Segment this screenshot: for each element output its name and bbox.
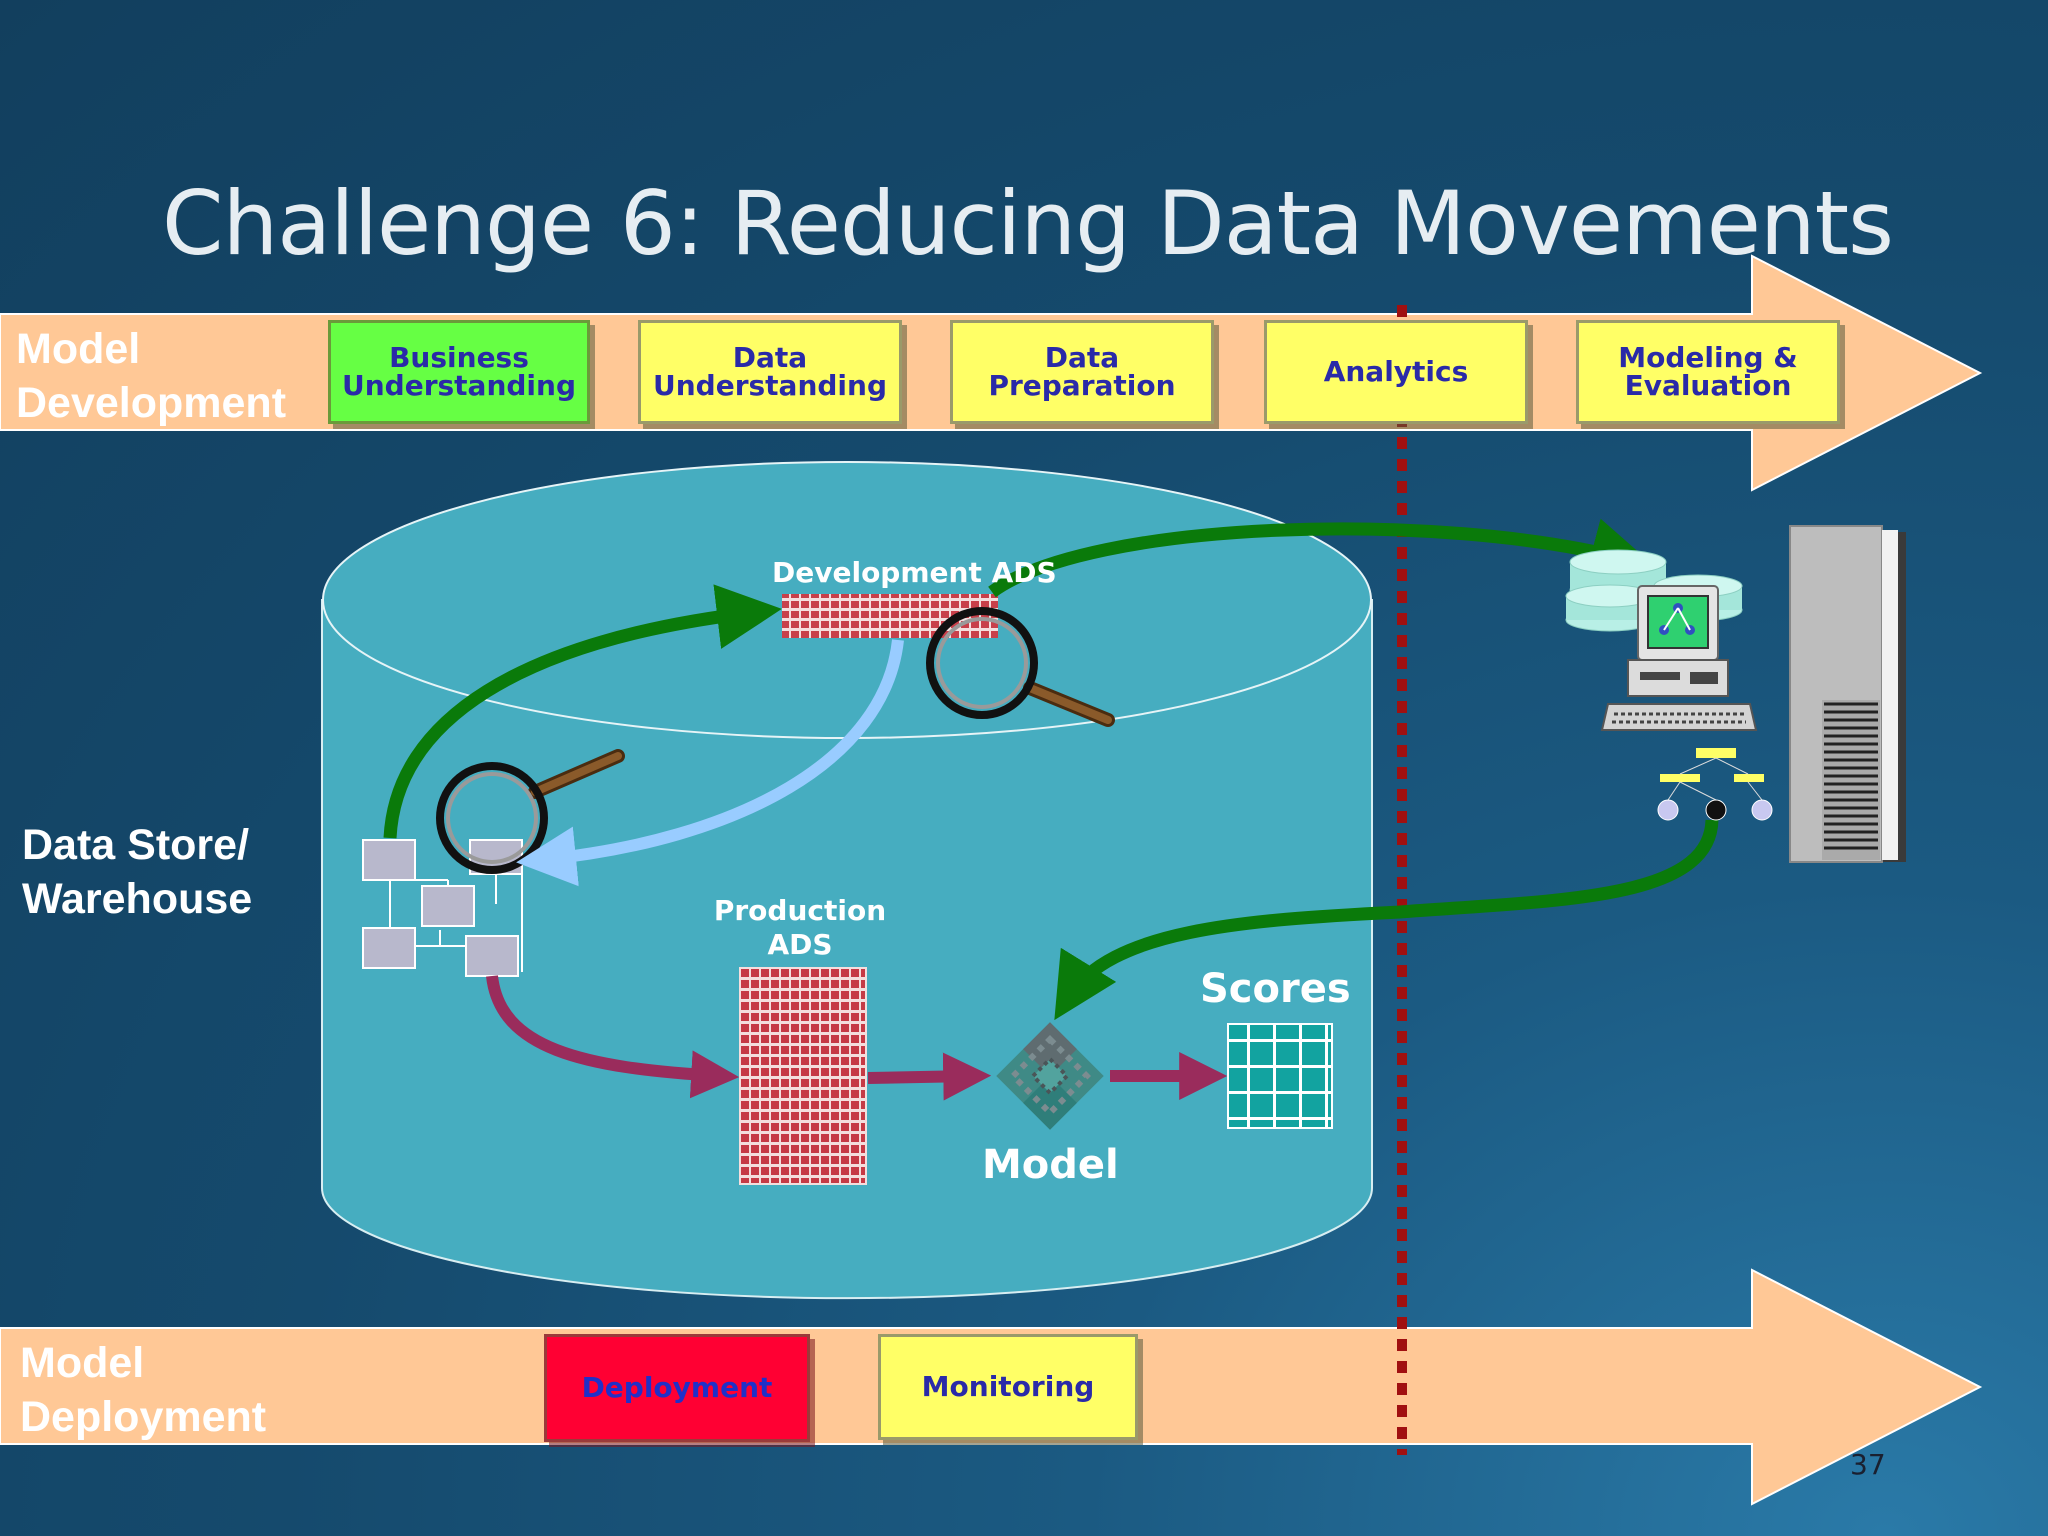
server-vents: [1824, 702, 1878, 850]
analytics-workstation-icon: [1565, 549, 1758, 731]
model-label: Model: [982, 1142, 1119, 1188]
production-ads-label: Production ADS: [713, 894, 887, 961]
warehouse-tables-icon: [362, 839, 523, 977]
page-number: 37: [1850, 1448, 1886, 1481]
stage-deployment[interactable]: Deployment: [544, 1334, 810, 1442]
arrow-production-ads-to-model: [867, 1052, 992, 1101]
scores-label: Scores: [1200, 966, 1351, 1012]
stage-business-understanding[interactable]: Business Understanding: [328, 320, 590, 424]
magnifier-icon-development: [926, 607, 1115, 727]
magnifier-icon-warehouse: [436, 749, 625, 874]
scores-grid: [1227, 1023, 1333, 1129]
arrow-warehouse-to-dev-ads: [383, 584, 782, 839]
slide-title: Challenge 6: Reducing Data Movements: [162, 172, 1894, 275]
arrow-workstation-to-model: [1054, 819, 1719, 1021]
decision-tree-icon: [1657, 748, 1773, 821]
model-deployment-label: Model Deployment: [20, 1339, 267, 1441]
production-ads-grid: [739, 967, 867, 1185]
data-store-label: Data Store/ Warehouse: [22, 821, 253, 923]
arrow-warehouse-to-production-ads: [486, 975, 740, 1099]
stage-data-preparation[interactable]: Data Preparation: [950, 320, 1214, 424]
stage-monitoring[interactable]: Monitoring: [878, 1334, 1138, 1440]
stage-data-understanding[interactable]: Data Understanding: [638, 320, 902, 424]
development-ads-label: Development ADS: [772, 556, 1057, 589]
server-tower-icon: [1789, 525, 1906, 863]
stage-modeling-evaluation[interactable]: Modeling & Evaluation: [1576, 320, 1840, 424]
arrow-dev-ads-to-warehouse: [516, 639, 904, 887]
model-development-label: Model Development: [16, 325, 287, 427]
stage-analytics[interactable]: Analytics: [1264, 320, 1528, 424]
arrow-dev-ads-to-workstation: [988, 518, 1656, 598]
